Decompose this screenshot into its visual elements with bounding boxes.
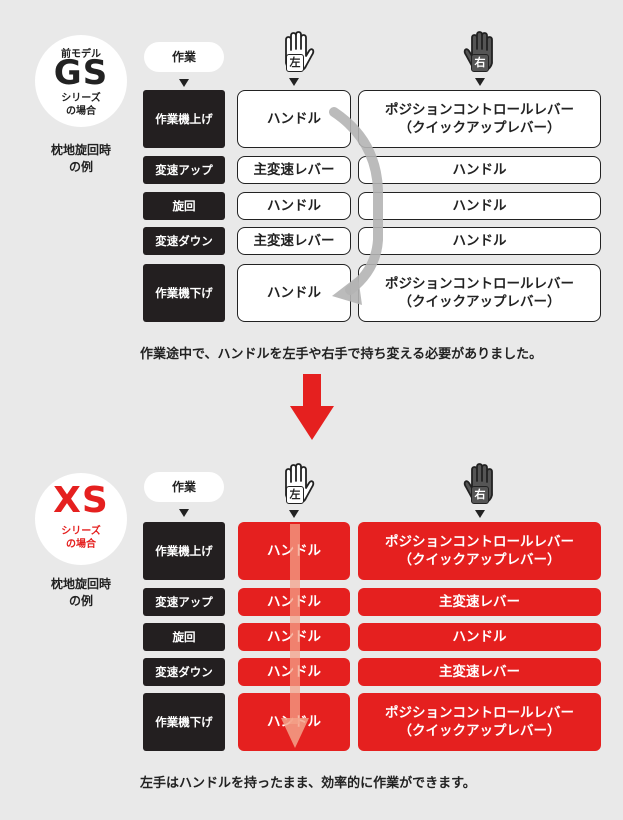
xs-right-cell-2: 主変速レバー [358, 588, 601, 616]
gs-op-row-1: 作業機上げ [143, 90, 225, 148]
gs-badge-top: 前モデル [61, 49, 101, 60]
gs-work-header: 作業 [144, 42, 224, 72]
xs-right-cell-4: 主変速レバー [358, 658, 601, 686]
xs-op-row-3: 旋回 [143, 623, 225, 651]
hold-handle-arrow-icon [281, 524, 309, 748]
red-down-arrow-icon [290, 374, 334, 440]
gs-right-cell-3: ハンドル [358, 192, 601, 220]
xs-work-pointer [179, 509, 189, 517]
gs-left-cell-5: ハンドル [237, 264, 351, 322]
xs-badge-case: の場合 [66, 539, 96, 550]
gs-badge-series: シリーズ [61, 93, 101, 104]
xs-right-label-box: 右 [471, 486, 489, 504]
gs-op-row-2: 変速アップ [143, 156, 225, 184]
xs-right-cell-1-line1: ポジションコントロールレバー [385, 534, 574, 550]
gs-right-label-box: 右 [471, 54, 489, 72]
xs-right-cell-1-line2: （クイックアップレバー） [398, 552, 561, 568]
hand-switch-arrow-icon [329, 107, 383, 305]
gs-badge-case: の場合 [66, 106, 96, 117]
xs-right-pointer [475, 510, 485, 518]
gs-left-label: 左 [289, 56, 301, 69]
gs-right-cell-4: ハンドル [358, 227, 601, 255]
xs-op-row-5: 作業機下げ [143, 693, 225, 751]
gs-left-cell-1: ハンドル [237, 90, 351, 148]
xs-op-row-1: 作業機上げ [143, 522, 225, 580]
gs-right-pointer [475, 78, 485, 86]
gs-right-label: 右 [474, 56, 486, 69]
xs-left-label: 左 [289, 488, 301, 501]
gs-right-cell-5-line2: （クイックアップレバー） [398, 294, 561, 310]
gs-op-row-5: 作業機下げ [143, 264, 225, 322]
gs-badge-title: GS [53, 53, 109, 93]
gs-caption: 作業途中で、ハンドルを左手や右手で持ち変える必要がありました。 [140, 347, 543, 362]
gs-op-row-4: 変速ダウン [143, 227, 225, 255]
xs-side-line1: 枕地旋回時 [50, 577, 111, 591]
gs-side-label: 枕地旋回時 の例 [31, 142, 131, 176]
gs-right-cell-2: ハンドル [358, 156, 601, 184]
xs-right-label: 右 [474, 488, 486, 501]
xs-right-cell-3: ハンドル [358, 623, 601, 651]
xs-badge-title: XS [53, 480, 109, 521]
gs-side-line1: 枕地旋回時 [50, 143, 111, 157]
xs-right-cell-1: ポジションコントロールレバー （クイックアップレバー） [358, 522, 601, 580]
xs-work-header: 作業 [144, 472, 224, 502]
xs-right-cell-5-line1: ポジションコントロールレバー [385, 705, 574, 721]
gs-right-cell-1-line1: ポジションコントロールレバー [385, 102, 574, 118]
gs-op-row-3: 旋回 [143, 192, 225, 220]
xs-op-row-2: 変速アップ [143, 588, 225, 616]
gs-right-cell-1-line2: （クイックアップレバー） [398, 120, 561, 136]
gs-left-cell-3: ハンドル [237, 192, 351, 220]
xs-right-cell-5: ポジションコントロールレバー （クイックアップレバー） [358, 693, 601, 751]
xs-side-line2: の例 [68, 594, 93, 608]
xs-side-label: 枕地旋回時 の例 [31, 576, 131, 610]
gs-left-label-box: 左 [286, 54, 304, 72]
xs-caption: 左手はハンドルを持ったまま、効率的に作業ができます。 [140, 776, 476, 791]
xs-badge-series: シリーズ [61, 526, 101, 537]
gs-right-cell-5: ポジションコントロールレバー （クイックアップレバー） [358, 264, 601, 322]
gs-left-cell-2: 主変速レバー [237, 156, 351, 184]
gs-left-pointer [289, 78, 299, 86]
xs-op-row-4: 変速ダウン [143, 658, 225, 686]
gs-right-cell-5-line1: ポジションコントロールレバー [385, 276, 574, 292]
xs-badge: XS シリーズ の場合 [35, 473, 127, 565]
xs-right-cell-5-line2: （クイックアップレバー） [398, 723, 561, 739]
xs-left-label-box: 左 [286, 486, 304, 504]
gs-side-line2: の例 [68, 160, 93, 174]
gs-right-cell-1: ポジションコントロールレバー （クイックアップレバー） [358, 90, 601, 148]
xs-left-pointer [289, 510, 299, 518]
gs-left-cell-4: 主変速レバー [237, 227, 351, 255]
gs-work-pointer [179, 79, 189, 87]
gs-badge: 前モデル GS シリーズ の場合 [35, 35, 127, 127]
